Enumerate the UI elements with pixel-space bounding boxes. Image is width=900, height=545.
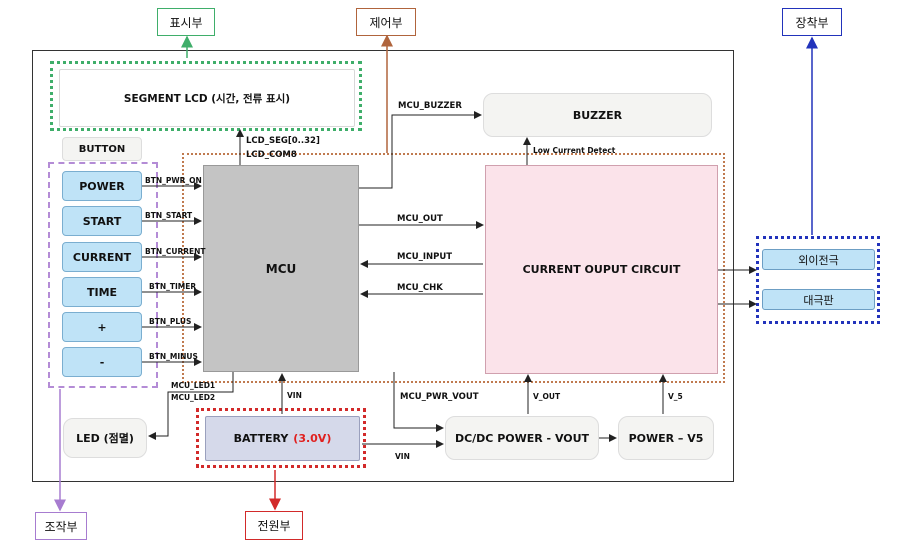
button-minus: - xyxy=(62,347,142,377)
button-header: BUTTON xyxy=(62,137,142,161)
display-section-tag: 표시부 xyxy=(157,8,215,36)
button-current: CURRENT xyxy=(62,242,142,272)
signal-mcu-input: MCU_INPUT xyxy=(397,252,453,262)
signal-lcd-com: LCD_COM8 xyxy=(246,150,297,160)
current-output-circuit-block: CURRENT OUPUT CIRCUIT xyxy=(485,165,718,374)
buzzer-block: BUZZER xyxy=(483,93,712,137)
signal-vin-bottom: VIN xyxy=(395,452,410,461)
led-block: LED (점멸) xyxy=(63,418,147,458)
battery-voltage: (3.0V) xyxy=(293,432,332,445)
signal-btn-pwr-on: BTN_PWR_ON xyxy=(145,176,202,185)
button-power: POWER xyxy=(62,171,142,201)
signal-lcd-seg: LCD_SEG[0..32] xyxy=(246,136,320,146)
signal-mcu-buzzer: MCU_BUZZER xyxy=(398,101,462,111)
control-section-tag: 제어부 xyxy=(356,8,416,36)
mcu-block: MCU xyxy=(203,165,359,372)
display-section-boundary xyxy=(50,61,362,131)
signal-btn-plus: BTN_PLUS xyxy=(149,317,192,326)
signal-vin-top: VIN xyxy=(287,391,302,400)
attach-section-boundary xyxy=(756,236,880,324)
signal-btn-timer: BTN_TIMER xyxy=(149,282,197,291)
signal-btn-start: BTN_START xyxy=(145,211,193,220)
button-start: START xyxy=(62,206,142,236)
signal-mcu-led1: MCU_LED1 xyxy=(171,381,216,390)
counter-electrode-block: 대극판 xyxy=(762,289,875,310)
system-frame xyxy=(32,50,734,482)
signal-v-out: V_OUT xyxy=(533,392,561,401)
signal-mcu-pwr-vout: MCU_PWR_VOUT xyxy=(400,392,479,402)
signal-mcu-out: MCU_OUT xyxy=(397,214,443,224)
operation-section-boundary xyxy=(48,162,158,388)
power-v5-block: POWER – V5 xyxy=(618,416,714,460)
segment-lcd-block: SEGMENT LCD (시간, 전류 표시) xyxy=(59,69,355,127)
button-time: TIME xyxy=(62,277,142,307)
power-section-tag: 전원부 xyxy=(245,511,303,540)
electrode-ear-block: 외이전극 xyxy=(762,249,875,270)
signal-v5: V_5 xyxy=(668,392,683,401)
signal-btn-minus: BTN_MINUS xyxy=(149,352,198,361)
operation-section-tag: 조작부 xyxy=(35,512,87,540)
battery-label: BATTERY xyxy=(233,432,289,445)
signal-mcu-led2: MCU_LED2 xyxy=(171,393,216,402)
battery-block: BATTERY (3.0V) xyxy=(205,416,360,461)
control-section-boundary xyxy=(182,153,725,383)
signal-btn-current: BTN_CURRENT xyxy=(145,247,206,256)
power-section-boundary xyxy=(196,408,366,468)
attach-section-tag: 장착부 xyxy=(782,8,842,36)
signal-low-current-detect: Low Current Detect xyxy=(533,146,616,155)
button-plus: + xyxy=(62,312,142,342)
signal-mcu-chk: MCU_CHK xyxy=(397,283,443,293)
dcdc-power-block: DC/DC POWER - VOUT xyxy=(445,416,599,460)
